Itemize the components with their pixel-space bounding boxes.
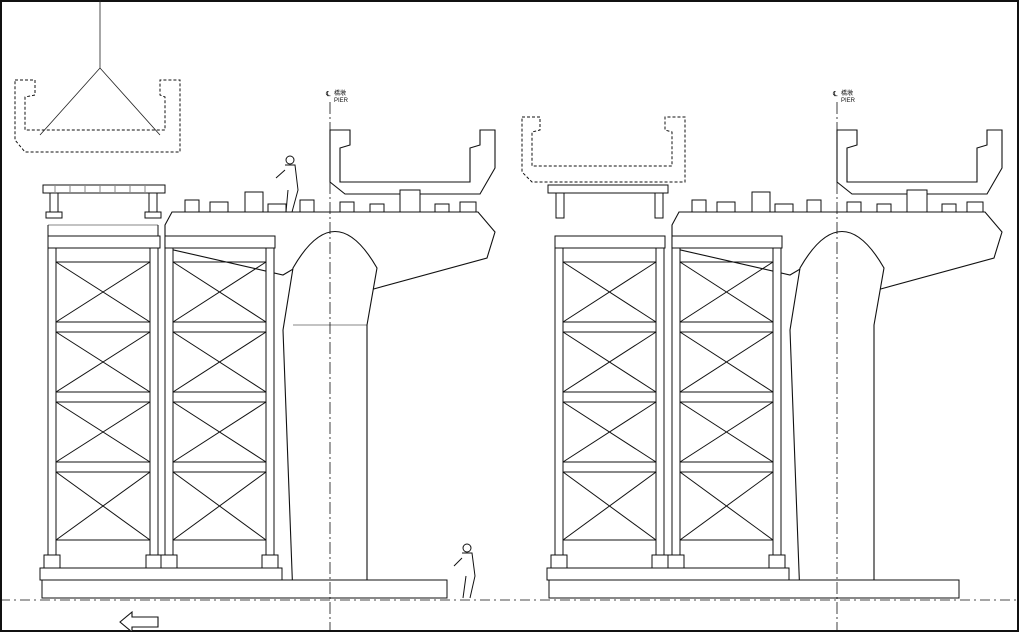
scaffold-tower-3 [554,235,666,569]
suspended-girder-segment [521,116,686,183]
scaffold-tower-4 [671,235,783,569]
pier-label-en: PIER [334,98,349,104]
worker-on-pier [275,155,299,213]
box-girder-segment [836,129,1003,195]
suspended-girder-segment [14,79,181,153]
worker-on-ground [453,543,476,599]
pier-column [282,230,378,599]
pier-label-en: PIER [841,98,856,104]
tower-foundation [39,554,448,599]
box-girder-segment [329,129,496,195]
crane-hook-cables [39,0,161,136]
pier-column [789,230,885,599]
centerline-symbol: ℄ [832,91,838,98]
tower-cap [42,184,166,194]
stage-left: ℄ 橋墩 PIER [14,0,496,632]
pier-jacks [691,189,984,213]
tower-foundation [546,554,960,599]
direction-arrow-left-icon [119,610,159,632]
centerline-symbol: ℄ [325,91,331,98]
stage-right: ℄ 橋墩 PIER [521,89,1003,632]
pier-jacks [184,189,477,213]
pier-label-cn: 橋墩 [334,89,346,97]
tower-cap [547,184,669,194]
pier-label-cn: 橋墩 [841,89,853,97]
